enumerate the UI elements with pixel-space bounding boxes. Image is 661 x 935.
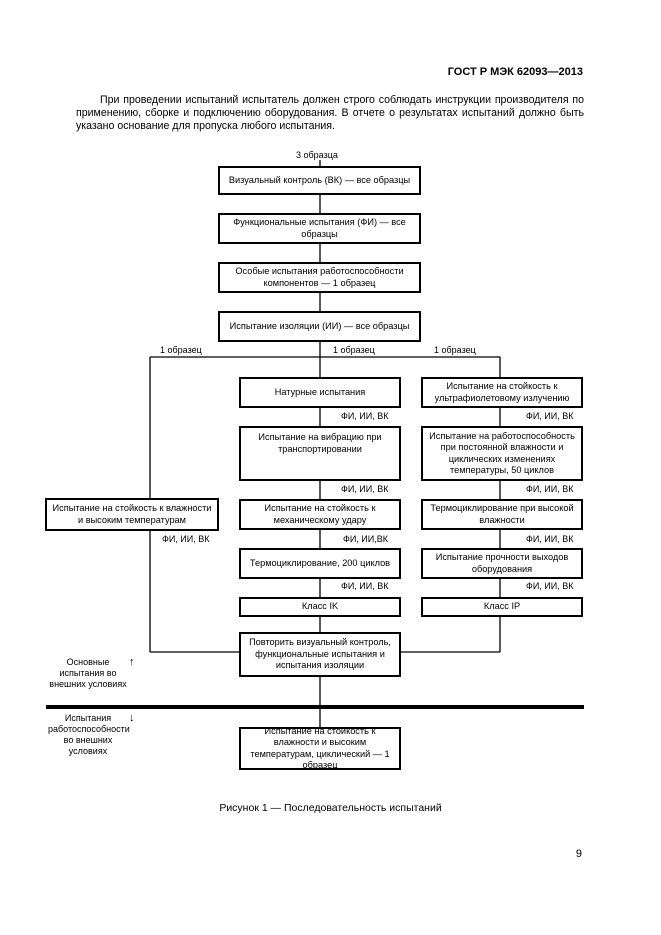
branch-left-label: 1 образец <box>160 345 202 355</box>
arrow-up-icon: ↑ <box>129 656 135 668</box>
mid-checks-label-2: ФИ, ИИ, ВК <box>341 484 389 494</box>
mechanical-shock-box: Испытание на стойкость к механическому у… <box>239 499 401 530</box>
page-number: 9 <box>575 848 582 860</box>
branch-mid-label: 1 образец <box>333 345 375 355</box>
figure-caption: Рисунок 1 — Последовательность испытаний <box>219 802 442 814</box>
standard-header: ГОСТ Р МЭК 62093—2013 <box>447 66 583 78</box>
intro-paragraph: При проведении испытаний испытатель долж… <box>76 94 584 132</box>
damp-heat-cycling-box: Испытание на работоспособность при посто… <box>421 426 583 481</box>
right-checks-label-1: ФИ, ИИ, ВК <box>526 411 574 421</box>
mid-checks-label-3: ФИ, ИИ,ВК <box>343 534 388 544</box>
branch-right-label: 1 образец <box>434 345 476 355</box>
humidity-heat-box: Испытание на стойкость к влажности и выс… <box>45 498 219 531</box>
mid-checks-label-1: ФИ, ИИ, ВК <box>341 411 389 421</box>
right-checks-label-4: ФИ, ИИ, ВК <box>526 581 574 591</box>
uv-test-box: Испытание на стойкость к ультрафиолетово… <box>421 377 583 408</box>
class-ip-box: Класс IP <box>421 597 583 617</box>
insulation-test-box: Испытание изоляции (ИИ) — все образцы <box>218 311 421 342</box>
repeat-checks-box: Повторить визуальный контроль, функциона… <box>239 632 401 677</box>
outdoor-basic-note: Основные испытания во внешних условиях <box>49 657 127 689</box>
class-ik-box: Класс IK <box>239 597 401 617</box>
right-checks-label-2: ФИ, ИИ, ВК <box>526 484 574 494</box>
mid-checks-label-4: ФИ, ИИ, ВК <box>341 581 389 591</box>
cyclic-humidity-box: Испытание на стойкость к влажности и выс… <box>239 726 401 770</box>
left-checks-label: ФИ, ИИ, ВК <box>162 534 210 544</box>
right-checks-label-3: ФИ, ИИ, ВК <box>526 534 574 544</box>
functional-tests-box: Функциональные испытания (ФИ) — все обра… <box>218 213 421 244</box>
special-tests-box: Особые испытания работоспособности компо… <box>218 262 421 293</box>
terminal-strength-box: Испытание прочности выходов оборудования <box>421 548 583 579</box>
outdoor-performance-note: Испытания работоспособности во внешних у… <box>48 713 130 756</box>
visual-control-box: Визуальный контроль (ВК) — все образцы <box>218 166 421 195</box>
top-sample-label: 3 образца <box>296 150 338 160</box>
humidity-thermal-cycling-box: Термоциклирование при высокой влажности <box>421 499 583 530</box>
field-tests-box: Натурные испытания <box>239 377 401 408</box>
thermal-cycling-box: Термоциклирование, 200 циклов <box>239 548 401 579</box>
arrow-down-icon: ↓ <box>129 712 135 724</box>
vibration-test-box: Испытание на вибрацию при транспортирова… <box>239 426 401 481</box>
